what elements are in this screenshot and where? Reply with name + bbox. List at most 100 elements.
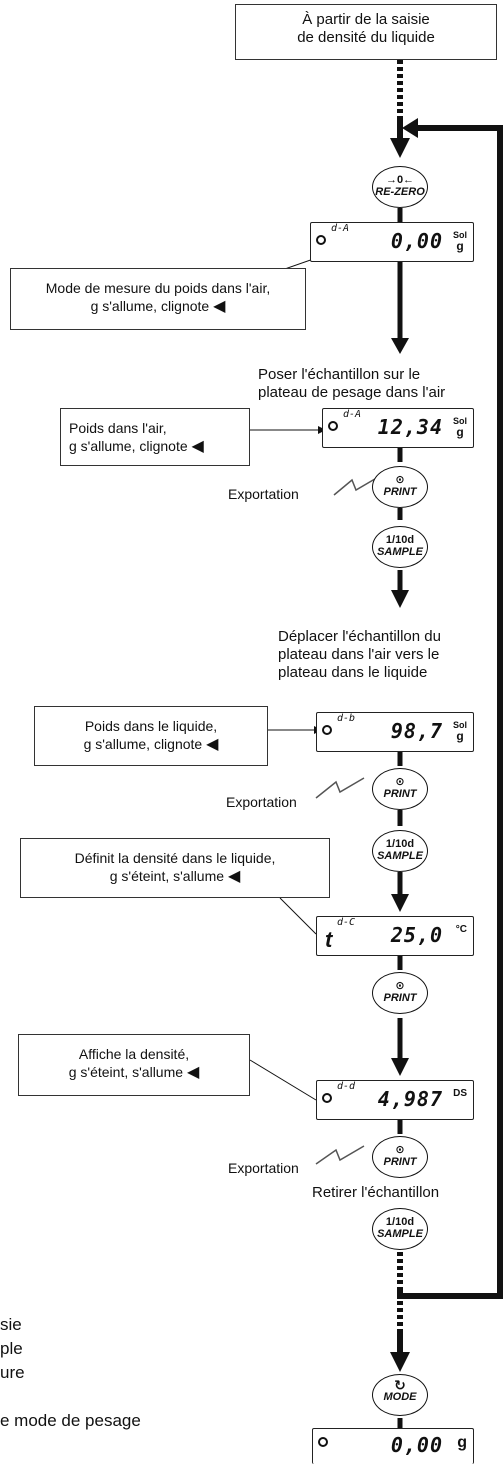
sample-key[interactable]: 1/10d SAMPLE (372, 830, 428, 872)
display-unit-top: Sol (452, 230, 467, 240)
display-unit-bottom: g (456, 425, 464, 439)
instruction-remove-sample: Retirer l'échantillon (312, 1184, 440, 1201)
display-unit: DS (453, 1088, 467, 1099)
callout-density-display: Affiche la densité, g s'éteint, s'allume… (18, 1034, 250, 1096)
start-box-line1: À partir de la saisie (302, 11, 430, 28)
display-unit-top: DS (453, 1088, 467, 1099)
print-key[interactable]: ⊙ PRINT (372, 466, 428, 508)
stable-indicator-icon (322, 1093, 332, 1103)
left-fragment-1: sie (0, 1315, 22, 1334)
callout-air-mode-line1: Mode de mesure du poids dans l'air, (45, 280, 271, 296)
rezero-key[interactable]: →0← RE-ZERO (372, 166, 428, 208)
display-unit: °C (456, 924, 467, 935)
sample-key-label: SAMPLE (377, 546, 423, 558)
start-box: À partir de la saisie de densité du liqu… (235, 4, 497, 60)
exportation-label-3: Exportation (228, 1160, 299, 1176)
callout-liquid-density-line2: g s'éteint, s'allume ◀ (21, 867, 329, 886)
pointer-density-display (249, 1059, 317, 1101)
instruction-place-sample-line1: Poser l'échantillon sur le (258, 366, 421, 383)
display-weighing-mode: 0,00 g (312, 1428, 474, 1464)
callout-liquid-weight: Poids dans le liquide, g s'allume, clign… (34, 706, 268, 766)
print-icon: ⊙ (395, 1144, 405, 1156)
display-unit: Sol g (453, 230, 467, 252)
display-mode-indicator: d-A (331, 223, 350, 234)
sample-key-top: 1/10d (385, 838, 415, 850)
pointer-liquid-density (279, 897, 317, 935)
callout-density-display-line2-text: g s'éteint, s'allume (68, 1064, 184, 1080)
arrowhead-print3 (391, 1058, 409, 1076)
stable-indicator-icon (328, 421, 338, 431)
display-unit-top: °C (455, 924, 467, 935)
print-key-label: PRINT (383, 486, 417, 498)
display-unit-top: Sol (452, 416, 467, 426)
display-air-mode: d-A 0,00 Sol g (310, 222, 474, 262)
exportation-label-2: Exportation (226, 794, 297, 810)
stable-indicator-icon (318, 1437, 328, 1447)
display-value: 98,7 (390, 719, 443, 743)
mode-key-label: MODE (383, 1391, 417, 1403)
arrowhead-sample (391, 590, 409, 608)
arrowhead-sample2 (391, 894, 409, 912)
instruction-place-sample-line2: plateau de pesage dans l'air (258, 384, 446, 401)
display-mode-indicator: d-d (337, 1081, 356, 1092)
lightning-1 (333, 475, 381, 496)
display-mode-indicator: d-b (337, 713, 356, 724)
sample-key-label: SAMPLE (377, 850, 423, 862)
blinking-triangle-icon: ◀ (213, 298, 226, 315)
left-fragment-2: ple (0, 1339, 23, 1358)
print-icon: ⊙ (395, 474, 405, 486)
sample-key-top: 1/10d (385, 534, 415, 546)
stable-indicator-icon (316, 235, 326, 245)
blinking-triangle-icon: ◀ (191, 438, 204, 455)
callout-density-display-line2: g s'éteint, s'allume ◀ (19, 1063, 249, 1082)
lightning-2 (315, 777, 365, 799)
rezero-key-label: RE-ZERO (375, 186, 425, 198)
sample-key[interactable]: 1/10d SAMPLE (372, 526, 428, 568)
sample-key-top: 1/10d (385, 1216, 415, 1228)
print-key[interactable]: ⊙ PRINT (372, 972, 428, 1014)
display-mode-indicator: d-C (337, 917, 356, 928)
display-air-weight: d-A 12,34 Sol g (322, 408, 474, 448)
display-unit: g (457, 1434, 467, 1451)
callout-air-mode: Mode de mesure du poids dans l'air, g s'… (10, 268, 306, 330)
instruction-place-sample: Poser l'échantillon sur le plateau de pe… (258, 366, 445, 402)
callout-air-weight-line2-text: g s'allume, clignote (69, 438, 188, 454)
instruction-move-sample-line1: Déplacer l'échantillon du (278, 628, 441, 645)
display-value: 12,34 (377, 415, 443, 439)
rezero-key-symbol: →0← (385, 174, 415, 186)
callout-liquid-weight-line1: Poids dans le liquide, (84, 718, 218, 734)
print-key[interactable]: ⊙ PRINT (372, 1136, 428, 1178)
print-key[interactable]: ⊙ PRINT (372, 768, 428, 810)
triangle-icon: ◀ (227, 868, 241, 885)
callout-air-mode-line2: g s'allume, clignote ◀ (11, 297, 305, 316)
display-unit-top: Sol (452, 720, 467, 730)
display-value: 0,00 (390, 229, 443, 253)
callout-air-weight-line2: g s'allume, clignote ◀ (69, 437, 249, 456)
callout-liquid-weight-line2: g s'allume, clignote ◀ (35, 735, 267, 754)
callout-air-weight-line1: Poids dans l'air, (69, 420, 167, 436)
display-value: 25,0 (390, 923, 443, 947)
triangle-icon: ◀ (206, 736, 219, 753)
left-fragment-3: ure (0, 1363, 25, 1382)
callout-air-weight: Poids dans l'air, g s'allume, clignote ◀ (60, 408, 250, 466)
print-key-label: PRINT (383, 1156, 417, 1168)
display-left-symbol: t (325, 927, 333, 952)
triangle-icon: ◀ (186, 1064, 200, 1081)
print-key-label: PRINT (383, 788, 417, 800)
left-fragment-4: e mode de pesage (0, 1411, 141, 1430)
print-key-label: PRINT (383, 992, 417, 1004)
sample-key[interactable]: 1/10d SAMPLE (372, 1208, 428, 1250)
instruction-move-sample-line3: plateau dans le liquide (278, 664, 428, 681)
instruction-move-sample: Déplacer l'échantillon du plateau dans l… (278, 628, 441, 682)
instruction-move-sample-line2: plateau dans l'air vers le (278, 646, 440, 663)
callout-liquid-density-line2-text: g s'éteint, s'allume (109, 868, 225, 884)
mode-key[interactable]: ↻ MODE (372, 1374, 428, 1416)
display-unit: Sol g (453, 720, 467, 742)
callout-liquid-weight-line2-text: g s'allume, clignote (83, 736, 203, 752)
display-unit-top: g (457, 1434, 467, 1451)
callout-liquid-density: Définit la densité dans le liquide, g s'… (20, 838, 330, 898)
loop-arrowhead (402, 118, 418, 138)
print-icon: ⊙ (395, 776, 405, 788)
display-mode-indicator: d-A (343, 409, 362, 420)
stable-indicator-icon (322, 725, 332, 735)
